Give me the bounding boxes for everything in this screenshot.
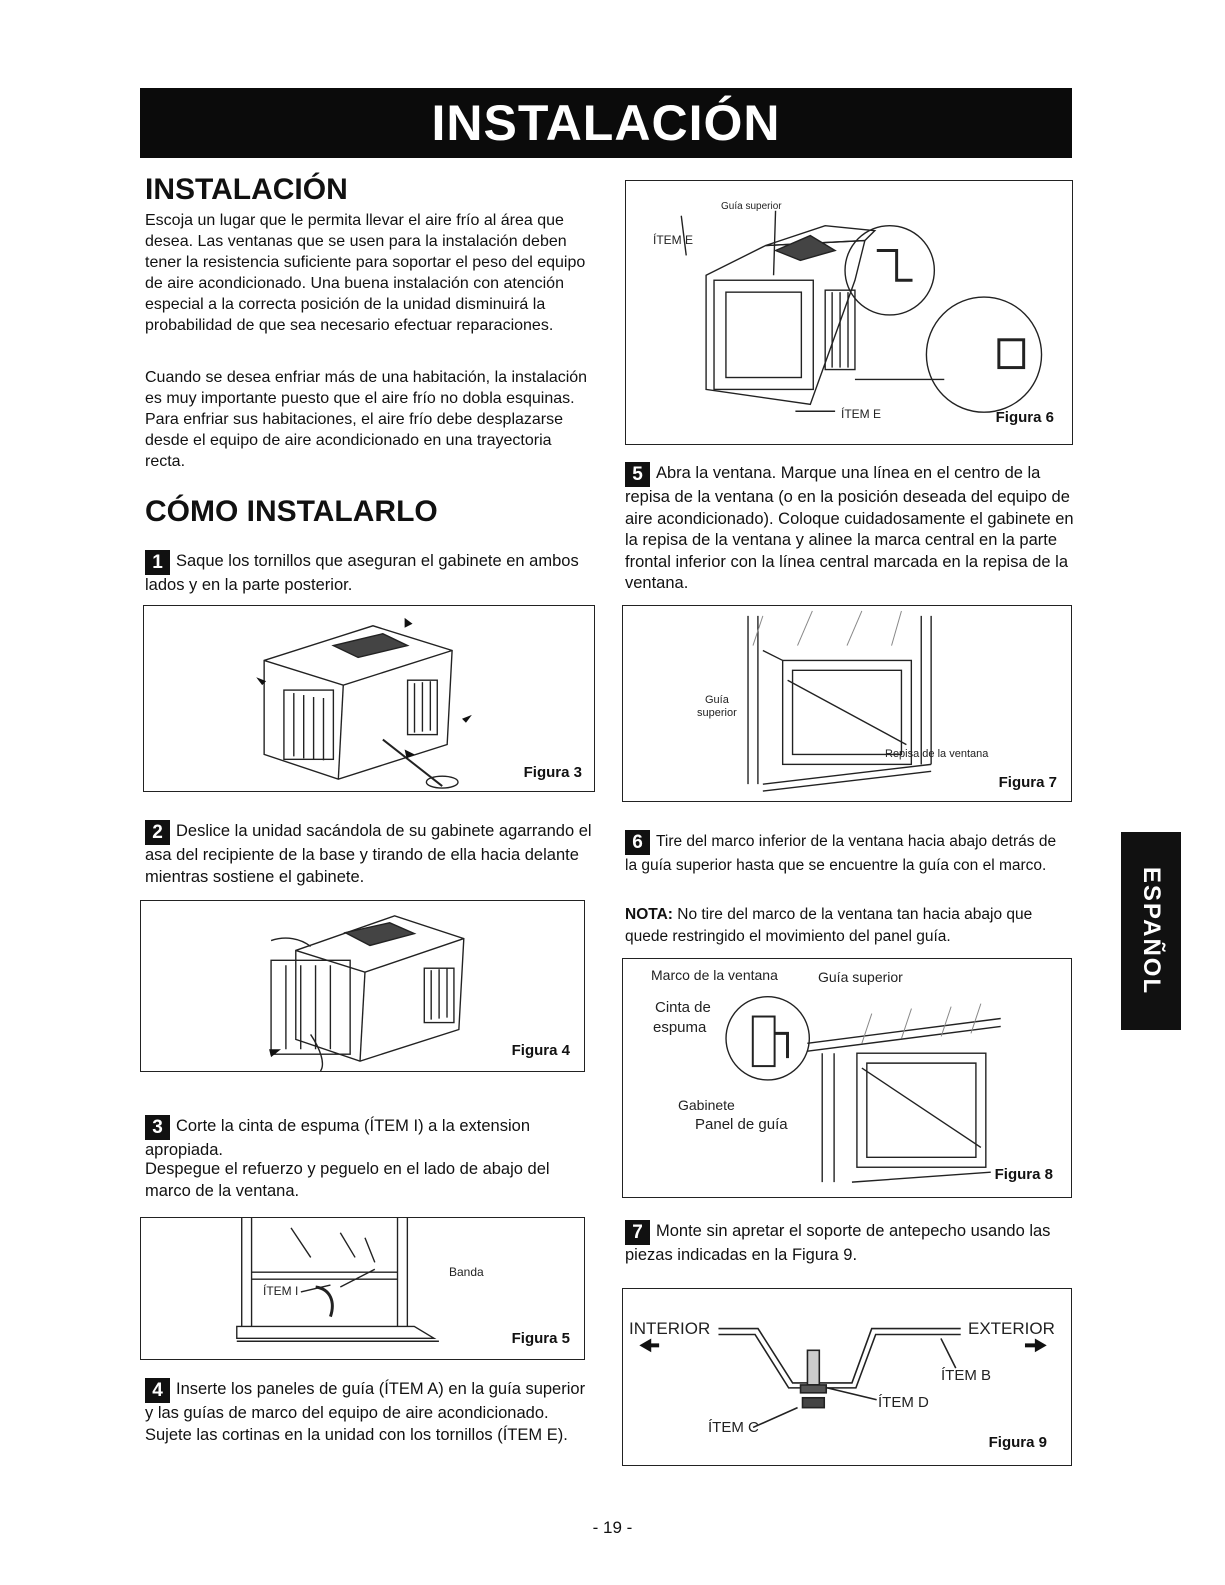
step-text: Inserte los paneles de guía (ÍTEM A) en …: [145, 1380, 586, 1444]
intro-paragraph-2: Cuando se desea enfriar más de una habit…: [145, 369, 588, 470]
step-number: 6: [625, 830, 650, 855]
label-item-e-bottom: ÍTEM E: [841, 407, 882, 421]
label-cinta-de: Cinta de: [655, 999, 711, 1016]
label-exterior: EXTERIOR: [968, 1319, 1055, 1338]
step-number: 4: [145, 1378, 170, 1403]
heading-instalacion: INSTALACIÓN: [145, 173, 348, 206]
step-text: Corte la cinta de espuma (ÍTEM I) a la e…: [145, 1117, 530, 1159]
nota-text: No tire del marco de la ventana tan haci…: [625, 906, 1033, 945]
label-interior: INTERIOR: [629, 1319, 711, 1338]
label-item-i: ÍTEM I: [263, 1284, 299, 1298]
page-number: - 19 -: [592, 1518, 633, 1537]
page-banner: INSTALACIÓN: [140, 88, 1072, 158]
label-banda: Banda: [449, 1265, 484, 1279]
label-repisa: Repisa de la ventana: [885, 748, 989, 760]
language-tab: ESPAÑOL: [1121, 832, 1181, 1030]
label-guia-superior: Guía superior: [721, 201, 782, 212]
figure-caption: Figura 3: [523, 764, 582, 781]
step-text: Deslice la unidad sacándola de su gabine…: [145, 822, 592, 886]
intro-paragraph-1: Escoja un lugar que le permita llevar el…: [145, 212, 586, 334]
step-number: 5: [625, 462, 650, 487]
language-tab-label: ESPAÑOL: [1138, 866, 1165, 996]
label-espuma: espuma: [653, 1019, 707, 1036]
banner-title: INSTALACIÓN: [431, 95, 781, 151]
figure-caption: Figura 8: [994, 1166, 1053, 1183]
figure-caption: Figura 4: [511, 1042, 570, 1059]
step-3-detail: Despegue el refuerzo y peguelo en el lad…: [145, 1160, 550, 1200]
figure-caption: Figura 7: [998, 774, 1057, 791]
step-number: 1: [145, 550, 170, 575]
figure-caption: Figura 5: [511, 1330, 570, 1347]
ac-unit-illustration: [256, 617, 472, 789]
label-guia: Guía: [705, 694, 729, 706]
sill-bracket-illustration: [639, 1327, 1047, 1429]
label-item-d: ÍTEM D: [878, 1394, 929, 1411]
label-superior: superior: [697, 707, 737, 719]
window-frame-illustration: [236, 1218, 439, 1342]
figure-caption: Figura 9: [988, 1434, 1047, 1451]
figure-3: Figura 3: [143, 605, 595, 792]
label-item-e-top: ÍTEM E: [653, 233, 694, 247]
figure-7: Guía superior Repisa de la ventana Figur…: [622, 605, 1072, 802]
step-text: Monte sin apretar el soporte de antepech…: [625, 1222, 1051, 1264]
label-item-c: ÍTEM C: [708, 1419, 759, 1436]
figure-5: Banda ÍTEM I Figura 5: [140, 1217, 585, 1360]
label-panel-guia: Panel de guía: [695, 1116, 788, 1133]
figure-8: Marco de la ventana Guía superior Cinta …: [622, 958, 1072, 1198]
label-gabinete: Gabinete: [678, 1097, 735, 1113]
ac-unit-slide-illustration: [269, 915, 465, 1071]
figure-6: Guía superior ÍTEM E ÍTEM E Figura 6: [625, 180, 1073, 445]
nota-label: NOTA:: [625, 906, 673, 923]
nota: NOTA: No tire del marco de la ventana ta…: [625, 904, 1070, 947]
figure-4: Figura 4: [140, 900, 585, 1072]
window-sill-illustration: [747, 610, 932, 792]
figure-caption: Figura 6: [995, 409, 1054, 426]
label-item-b: ÍTEM B: [941, 1367, 992, 1384]
step-number: 7: [625, 1220, 650, 1245]
label-marco-ventana: Marco de la ventana: [651, 967, 778, 983]
step-text: Saque los tornillos que aseguran el gabi…: [145, 552, 579, 594]
label-guia-superior: Guía superior: [818, 969, 903, 985]
step-text: Abra la ventana. Marque una línea en el …: [625, 464, 1074, 592]
window-frame-guide-illustration: [725, 995, 1001, 1183]
cabinet-guide-illustration: [680, 210, 1043, 413]
step-number: 3: [145, 1115, 170, 1140]
heading-como-instalarlo: CÓMO INSTALARLO: [145, 495, 438, 528]
figure-9: INTERIOR EXTERIOR ÍTEM B ÍTEM D ÍTEM C F…: [622, 1288, 1072, 1466]
step-text: Tire del marco inferior de la ventana ha…: [625, 833, 1057, 874]
step-number: 2: [145, 820, 170, 845]
